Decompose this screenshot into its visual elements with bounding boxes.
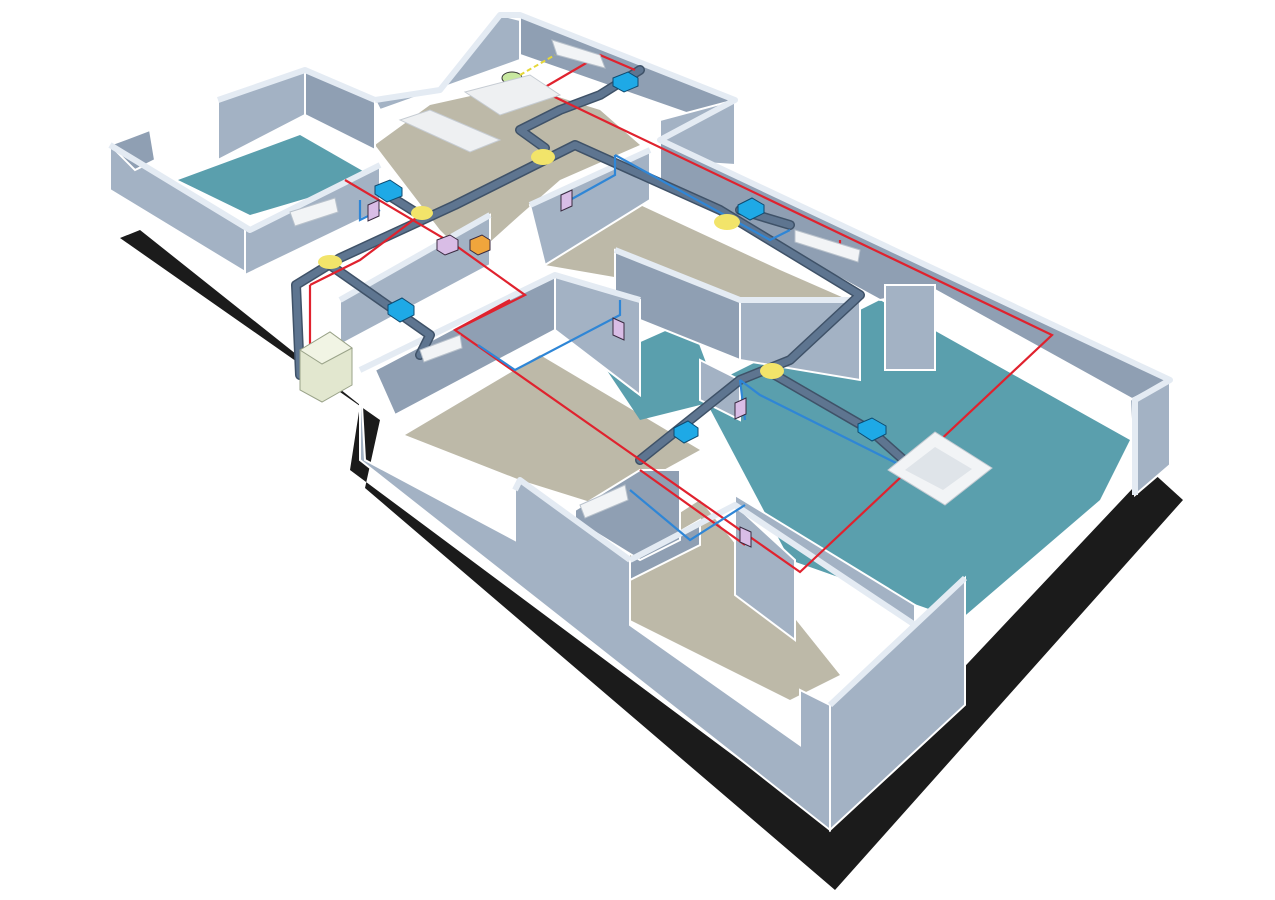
y-splitter-damper-icon	[531, 149, 555, 165]
wall-split-unit-icon	[551, 39, 606, 69]
y-splitter-damper-icon	[760, 363, 784, 379]
ducted-fan-unit-icon	[737, 197, 765, 221]
y-splitter-damper-icon	[411, 206, 433, 220]
return-pipework	[358, 154, 921, 542]
outdoor-condenser-icon	[299, 331, 353, 403]
ducted-fan-unit-icon	[673, 420, 699, 444]
ducted-fan-unit-icon	[374, 179, 403, 203]
fan-units	[374, 71, 887, 444]
wall-thermostat-icon	[739, 526, 752, 548]
wall-thermostat-icon	[612, 317, 625, 341]
wall-thermostat-icon	[367, 199, 380, 222]
supply-pipework	[308, 53, 1054, 574]
floor-room-lower-left	[405, 355, 700, 505]
indoor-units	[289, 39, 993, 519]
floor-strip-teal	[600, 320, 720, 420]
wall-split-unit-icon	[289, 197, 339, 227]
controllers	[436, 234, 491, 256]
controller-box-icon	[469, 234, 491, 256]
thermostats	[367, 189, 752, 548]
wall-split-unit-icon	[419, 334, 463, 363]
kitchen-bench	[398, 74, 562, 153]
ducted-fan-unit-icon	[387, 297, 415, 323]
wall-thermostat-icon	[734, 397, 747, 420]
wall-left-back	[108, 128, 157, 172]
y-splitter-damper-icon	[318, 255, 342, 269]
controller-box-icon	[436, 234, 459, 256]
walls	[108, 13, 1171, 833]
wall-split-unit-icon	[794, 229, 861, 263]
wall-pillar	[884, 284, 936, 371]
wall-split-unit-icon	[579, 484, 629, 519]
ceiling-cassette-icon	[887, 431, 993, 506]
dampers	[318, 149, 784, 379]
floor-bedroom-left	[178, 135, 375, 215]
ducted-fan-unit-icon	[857, 417, 887, 442]
wall-thermostat-icon	[560, 189, 573, 212]
y-splitter-damper-icon	[714, 214, 740, 230]
ducted-fan-unit-icon	[612, 71, 639, 93]
